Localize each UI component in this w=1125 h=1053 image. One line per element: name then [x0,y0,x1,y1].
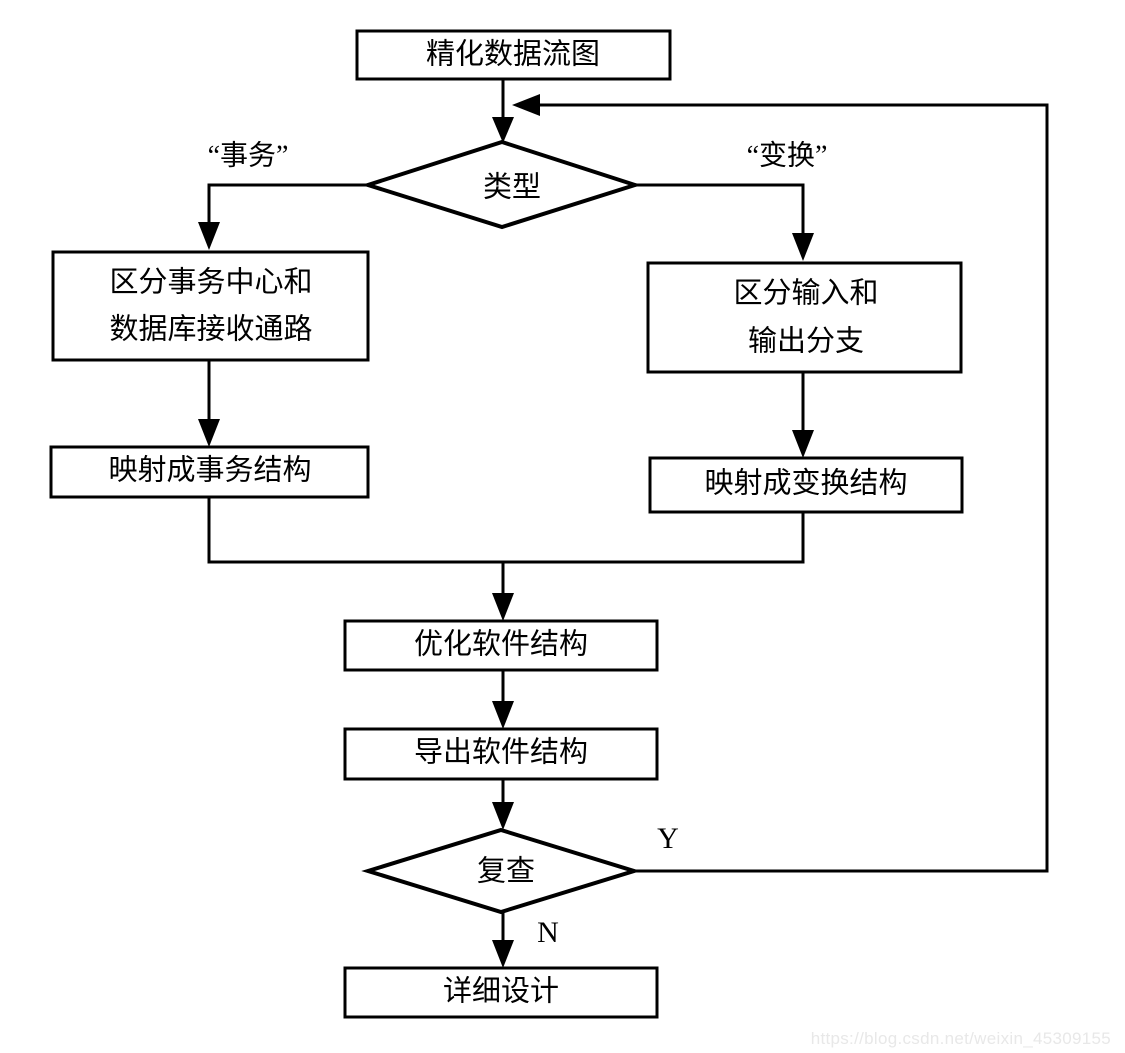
edge-line-type-transaction [207,183,368,233]
node-distinguish-io[interactable]: 区分输入和 输出分支 [646,261,963,374]
edge-line-review-loop [527,103,1049,873]
node-type-decision-label: 类型 [483,171,541,204]
edge-label-transform-branch: “变换” [747,139,828,171]
edge-label-transaction-branch: “事务” [208,139,289,171]
node-optimize-structure-box [343,619,659,672]
arrowhead-export-review [492,802,514,830]
node-refine-dfd-label: 精化数据流图 [426,38,600,71]
node-export-structure-box [343,727,659,781]
node-distinguish-transaction-box [51,250,370,362]
edge-transaction-to-map [198,360,220,447]
node-distinguish-transaction[interactable]: 区分事务中心和 数据库接收通路 [51,250,370,362]
node-review-decision-label: 复查 [477,855,535,888]
edge-label-review-yes: Y [657,822,679,855]
arrowhead-type-transaction [198,222,220,250]
edge-export-to-review [492,779,514,830]
node-optimize-structure[interactable]: 优化软件结构 [343,619,659,672]
edge-optimize-to-export [492,670,514,729]
node-detailed-design[interactable]: 详细设计 [343,966,659,1019]
node-map-transaction-box [49,445,370,499]
node-detailed-design-label: 详细设计 [443,975,559,1008]
node-refine-dfd[interactable]: 精化数据流图 [355,29,672,81]
arrowhead-refine-type [492,117,514,143]
node-export-structure[interactable]: 导出软件结构 [343,727,659,781]
edge-label-review-no: N [537,916,559,949]
arrowhead-transaction-map [198,419,220,447]
node-distinguish-io-line2: 输出分支 [748,325,864,358]
edge-review-yes-loop [512,94,1049,873]
arrowhead-review-loop [512,94,540,116]
edge-type-transform [635,183,814,261]
edge-type-transaction [198,183,368,250]
arrowhead-merge-optimize [492,593,514,621]
arrowhead-io-map [792,430,814,458]
node-refine-dfd-box [355,29,672,81]
edge-line-merge-bar [207,497,805,564]
watermark: https://blog.csdn.net/weixin_45309155 [810,1029,1111,1048]
arrowhead-optimize-export [492,701,514,729]
node-distinguish-io-box [646,261,963,374]
edge-line-type-transform [635,183,805,244]
node-map-transaction-label: 映射成事务结构 [108,454,311,487]
arrowhead-review-detail [492,940,514,968]
node-review-decision-shape [361,827,641,915]
node-type-decision-shape [361,139,642,230]
edge-merge-to-optimize [207,497,805,621]
edge-review-no-to-detail [492,912,514,968]
node-review-decision[interactable]: 复查 [361,827,641,915]
node-map-transform-label: 映射成变换结构 [704,467,907,500]
node-optimize-structure-label: 优化软件结构 [414,628,588,661]
arrowhead-type-transform [792,233,814,261]
node-map-transform[interactable]: 映射成变换结构 [648,456,964,514]
node-distinguish-transaction-line1: 区分事务中心和 [109,266,312,299]
edge-io-to-map [792,372,814,458]
edge-refine-to-type [492,79,514,143]
node-map-transform-box [648,456,964,514]
node-export-structure-label: 导出软件结构 [414,736,588,769]
node-type-decision[interactable]: 类型 [361,139,642,230]
node-distinguish-io-line1: 区分输入和 [733,277,878,310]
node-map-transaction[interactable]: 映射成事务结构 [49,445,370,499]
node-detailed-design-box [343,966,659,1019]
node-distinguish-transaction-line2: 数据库接收通路 [109,313,312,346]
